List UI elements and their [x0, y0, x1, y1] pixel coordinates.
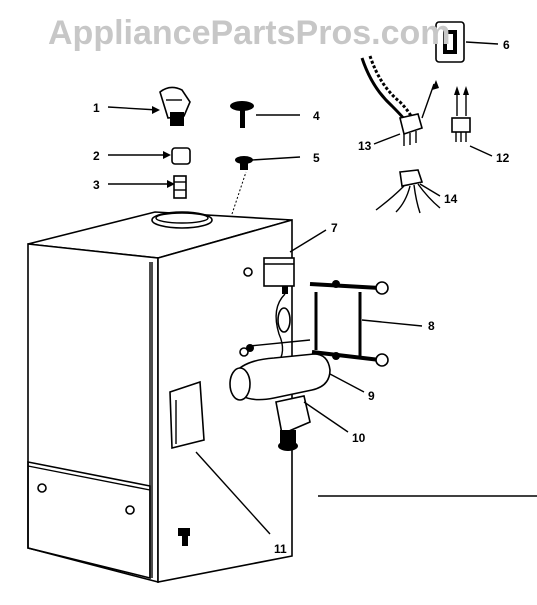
part-7-control	[263, 257, 295, 365]
callout-7: 7	[331, 221, 338, 235]
part-8-pipe-assembly	[309, 280, 389, 367]
part-1-elbow	[159, 86, 191, 126]
callout-8: 8	[428, 319, 435, 333]
callout-1: 1	[93, 101, 100, 115]
callout-2: 2	[93, 149, 100, 163]
part-14-connector	[375, 169, 441, 214]
callout-4: 4	[313, 109, 320, 123]
part-13-harness	[360, 55, 439, 146]
callout-5: 5	[313, 151, 320, 165]
boiler-cabinet	[27, 211, 293, 584]
callout-3: 3	[93, 178, 100, 192]
callout-9: 9	[368, 389, 375, 403]
callout-11: 11	[274, 542, 287, 556]
part-10-pump	[229, 339, 331, 451]
part-6-switch	[435, 21, 465, 63]
callout-14: 14	[444, 192, 458, 206]
part-5-plug	[235, 156, 253, 170]
part-2-coupling	[171, 147, 191, 165]
part-11-panel	[169, 380, 205, 450]
callout-10: 10	[352, 431, 366, 445]
callout-6: 6	[503, 38, 510, 52]
part-12-connector	[451, 86, 471, 142]
callout-labels: 1 2 3 4 5 6 7 8 9 10 11 12 13 14	[93, 38, 510, 556]
callout-13: 13	[358, 139, 372, 153]
leader-lines	[107, 41, 499, 535]
part-4-gauge	[230, 101, 254, 128]
part-3-nipple	[173, 175, 187, 199]
watermark: AppliancePartsPros.com	[48, 14, 451, 52]
callout-12: 12	[496, 151, 510, 165]
